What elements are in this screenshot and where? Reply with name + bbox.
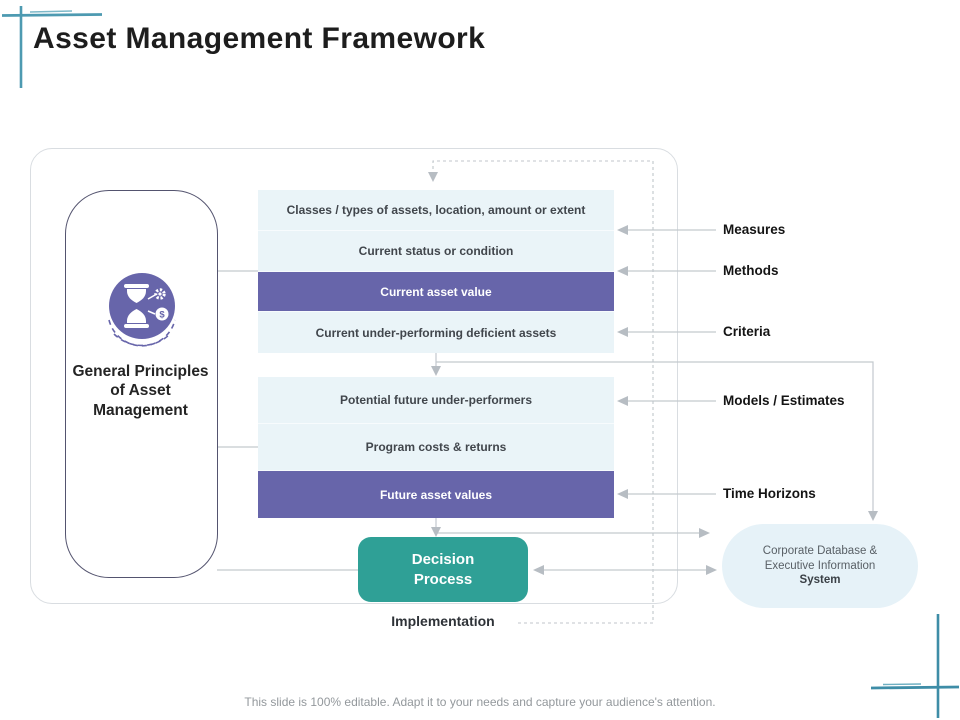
stack-row-current-asset-value: Current asset value	[258, 272, 614, 312]
slide-title: Asset Management Framework	[33, 22, 486, 55]
label-time-horizons: Time Horizons	[723, 486, 816, 501]
stack-row-current-status: Current status or condition	[258, 231, 614, 272]
corporate-database-box: Corporate Database & Executive Informati…	[722, 524, 918, 608]
stack-row-potential-future: Potential future under-performers	[258, 377, 614, 424]
stack-row-program-costs: Program costs & returns	[258, 424, 614, 471]
lower-stack: Potential future under-performers Progra…	[258, 377, 614, 518]
general-principles-panel	[65, 190, 218, 578]
label-models-estimates: Models / Estimates	[723, 393, 845, 408]
label-criteria: Criteria	[723, 324, 771, 339]
footer-note: This slide is 100% editable. Adapt it to…	[244, 695, 716, 709]
decision-process-box: Decision Process	[358, 537, 528, 602]
stack-row-classes: Classes / types of assets, location, amo…	[258, 190, 614, 231]
label-methods: Methods	[723, 263, 779, 278]
stack-row-future-asset-values: Future asset values	[258, 471, 614, 518]
svg-text:$: $	[159, 310, 165, 321]
hourglass-process-icon: $	[108, 273, 176, 347]
implementation-label: Implementation	[391, 613, 495, 629]
general-principles-label: General Principles of Asset Management	[72, 363, 209, 419]
stack-row-under-performing: Current under-performing deficient asset…	[258, 312, 614, 353]
upper-stack: Classes / types of assets, location, amo…	[258, 190, 614, 353]
dollar-icon: $	[155, 307, 169, 321]
label-measures: Measures	[723, 222, 786, 237]
gear-icon	[154, 288, 166, 300]
